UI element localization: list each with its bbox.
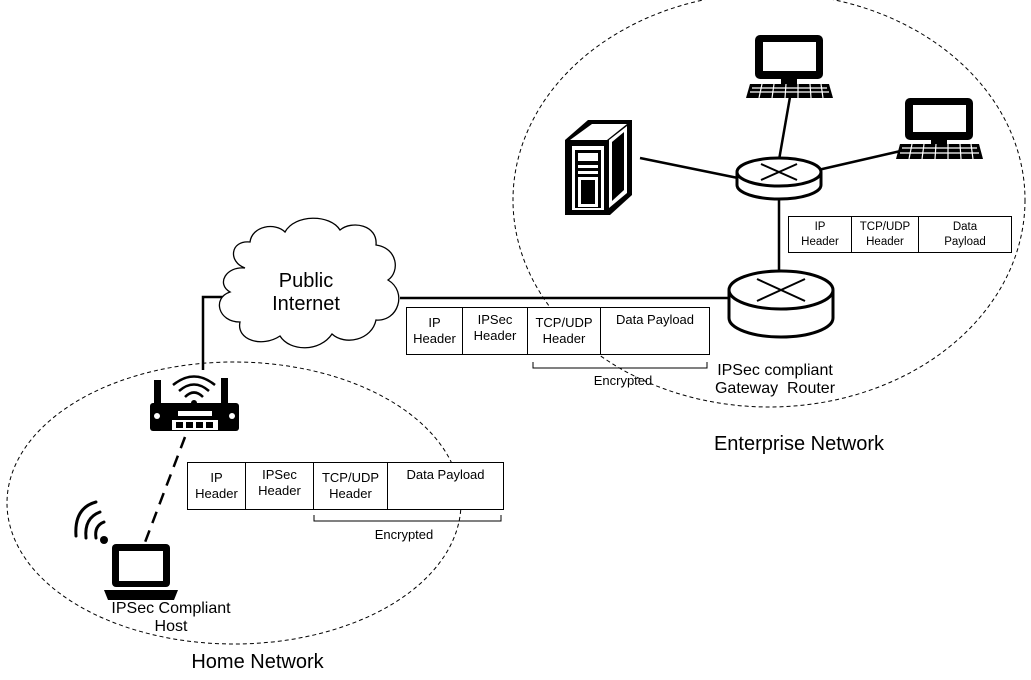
- cell-text: Header: [329, 486, 372, 501]
- cell-text: IP: [428, 314, 441, 330]
- cell-text: IP: [210, 469, 223, 485]
- cell-text: Header: [258, 483, 301, 499]
- packet-cell-data-payload: Data Payload: [388, 463, 503, 509]
- cell-text: TCP/UDP: [321, 469, 380, 485]
- cloud-icon: [218, 217, 400, 349]
- cell-text: IPSec: [477, 312, 513, 327]
- server-icon: [565, 120, 632, 215]
- packet-cell-data-payload: Data Payload: [601, 308, 709, 354]
- cell-text: IP: [814, 221, 826, 234]
- cell-text: IPSec: [262, 467, 297, 482]
- wireless-link: [142, 436, 187, 546]
- cell-text: Header: [413, 331, 456, 346]
- cloud-label: Public Internet: [252, 270, 360, 316]
- cell-text: Data Payload: [406, 467, 485, 482]
- cell-text: Header: [542, 331, 586, 346]
- encrypted-bracket-tunnel: [532, 362, 708, 369]
- cloud-label-line1: Public: [278, 270, 334, 292]
- cell-text: TCP/UDP: [535, 314, 593, 330]
- desktop-computer-icon: [896, 98, 983, 160]
- enterprise-network-label: Enterprise Network: [713, 433, 885, 455]
- cell-text: Payload: [944, 235, 986, 248]
- cloud-label-line2: Internet: [272, 293, 340, 315]
- host-label-line2: Host: [154, 618, 188, 636]
- laptop-icon: [104, 544, 178, 600]
- host-label: IPSec Compliant Host: [88, 600, 254, 637]
- switch-icon: [735, 156, 823, 201]
- desktop-computer-icon: [746, 35, 833, 99]
- gateway-label-line1: IPSec compliant: [717, 362, 833, 379]
- switch-to-desktop-2-link: [817, 148, 906, 172]
- cell-text: Header: [473, 328, 517, 344]
- cell-text: Data Payload: [615, 312, 695, 327]
- cell-text: Header: [866, 235, 904, 248]
- host-label-line1: IPSec Compliant: [111, 600, 231, 617]
- enterprise-network-boundary: [512, 0, 1026, 408]
- cell-text: Data: [952, 221, 978, 234]
- cell-text: Header: [195, 486, 238, 501]
- cell-text: TCP/UDP: [859, 221, 911, 234]
- encrypted-label-home: Encrypted: [374, 527, 434, 542]
- encrypted-bracket-home: [313, 515, 502, 522]
- wifi-signal-icon: [74, 500, 108, 544]
- cell-text: Header: [801, 235, 839, 248]
- gateway-label-line2: Gateway Router: [714, 380, 836, 398]
- encrypted-label-tunnel: Encrypted: [593, 373, 653, 388]
- gateway-router-label: IPSec compliant Gateway Router: [700, 362, 850, 399]
- switch-to-desktop-1-link: [777, 96, 792, 161]
- home-network-label: Home Network: [191, 651, 324, 673]
- wireless-router-icon: [150, 375, 239, 431]
- switch-to-server-link: [639, 156, 739, 180]
- router-icon: [727, 269, 835, 339]
